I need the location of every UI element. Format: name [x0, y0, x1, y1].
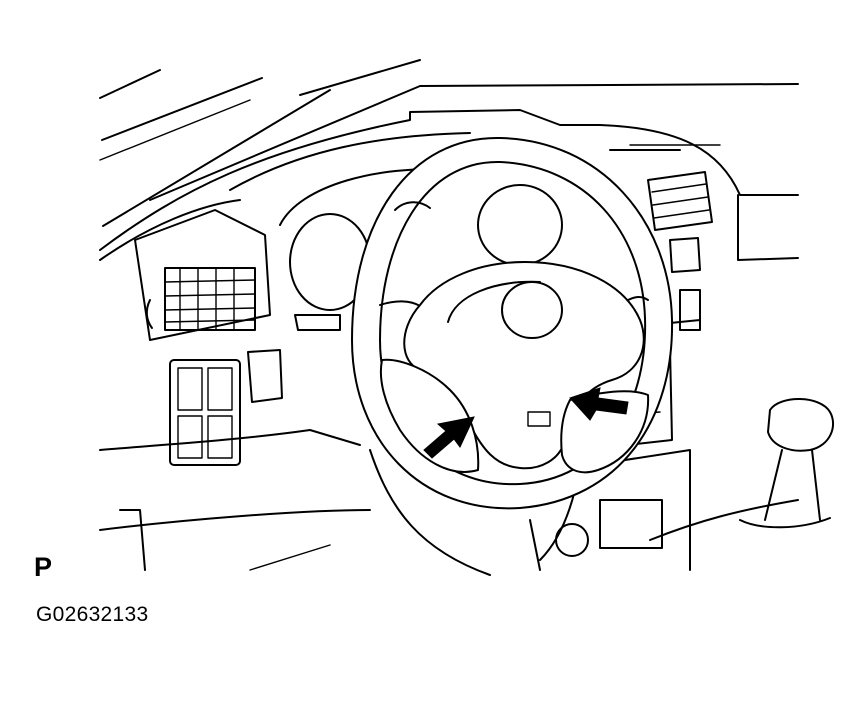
dashboard-outline — [99, 109, 799, 261]
left-switch-panel — [169, 349, 283, 466]
lower-dash-left — [99, 429, 371, 571]
view-label: P — [34, 552, 53, 582]
shift-knob — [739, 398, 835, 529]
right-arrow-icon — [569, 387, 629, 421]
left-arrow-icon — [423, 416, 475, 459]
pointer-arrows — [423, 387, 629, 459]
figure-code: G02632133 — [36, 603, 149, 626]
windshield-lines — [99, 59, 799, 227]
left-air-vent — [134, 209, 271, 341]
